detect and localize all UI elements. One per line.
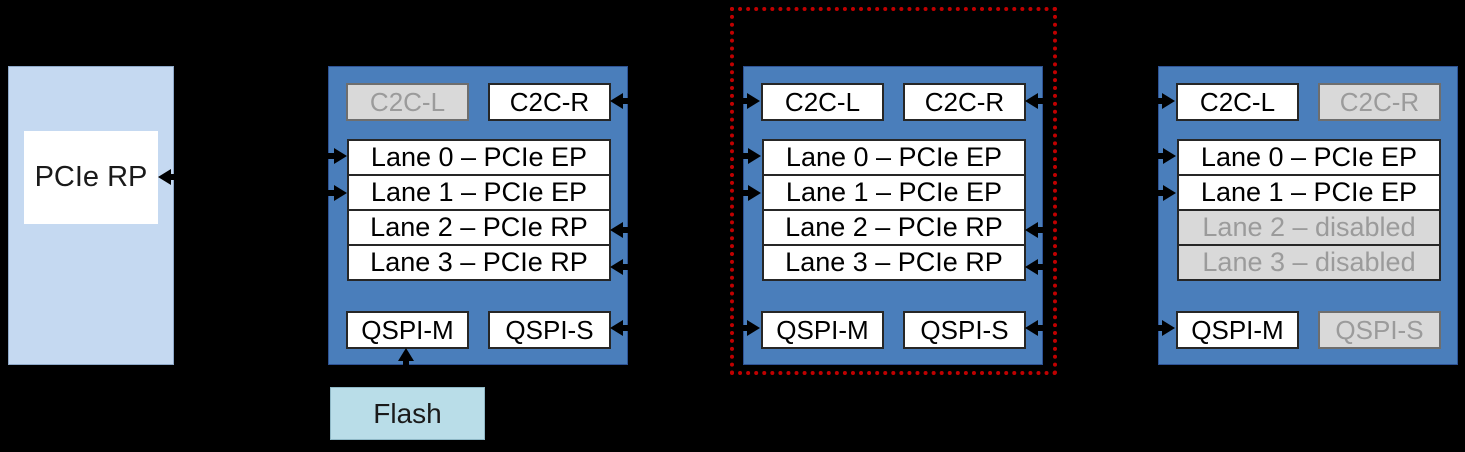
arrow-into-chip2-lane3-icon — [1025, 259, 1051, 275]
chip-3-qspi-m: QSPI-M — [1176, 311, 1299, 349]
chip-2-lane-3: Lane 3 – PCIe RP — [762, 244, 1026, 281]
chip-1-c2c-r: C2C-R — [488, 83, 611, 121]
arrow-into-chip2-lane0-icon — [735, 148, 761, 164]
arrow-into-chip3-lane1-icon — [1150, 185, 1176, 201]
arrow-into-chip2-c2c-r-icon — [1025, 93, 1051, 109]
chip-2-c2c-l: C2C-L — [761, 83, 884, 121]
chip-1-block: C2C-L C2C-R Lane 0 – PCIe EP Lane 1 – PC… — [328, 66, 628, 365]
chip-2-c2c-r: C2C-R — [903, 83, 1026, 121]
chip-2-block: C2C-L C2C-R Lane 0 – PCIe EP Lane 1 – PC… — [743, 66, 1043, 365]
flash-block: Flash — [330, 387, 485, 440]
arrow-into-chip2-qspi-m-icon — [734, 320, 760, 336]
arrow-into-chip1-qspi-s-icon — [610, 320, 636, 336]
chip-1-lane-1: Lane 1 – PCIe EP — [347, 174, 611, 211]
chip-3-lane-1: Lane 1 – PCIe EP — [1177, 174, 1441, 211]
arrow-flash-into-chip1-qspi-m-icon — [398, 348, 414, 375]
chip-1-lanes: Lane 0 – PCIe EP Lane 1 – PCIe EP Lane 2… — [347, 139, 611, 281]
chip-2-lane-2: Lane 2 – PCIe RP — [762, 209, 1026, 246]
chip-2-qspi-m: QSPI-M — [761, 311, 884, 349]
arrow-into-chip3-qspi-m-icon — [1149, 320, 1175, 336]
chip-1-qspi-m: QSPI-M — [346, 311, 469, 349]
chip-3-lane-0: Lane 0 – PCIe EP — [1177, 139, 1441, 176]
arrow-into-chip1-lane2-icon — [610, 222, 636, 238]
chip-1-qspi-s: QSPI-S — [488, 311, 611, 349]
chip-2-highlight-rect — [730, 7, 1057, 375]
arrow-into-chip1-c2c-r-icon — [610, 93, 636, 109]
arrow-into-chip3-c2c-l-icon — [1149, 93, 1175, 109]
arrow-into-chip2-lane2-icon — [1025, 222, 1051, 238]
chip-3-c2c-r: C2C-R — [1318, 83, 1441, 121]
host-pcie-rp-box: PCIe RP — [24, 131, 158, 224]
arrow-into-chip2-c2c-l-icon — [734, 93, 760, 109]
chip-2-lanes: Lane 0 – PCIe EP Lane 1 – PCIe EP Lane 2… — [762, 139, 1026, 281]
arrow-into-chip1-lane0-icon — [321, 148, 347, 164]
arrow-into-host-pcie-rp-icon — [158, 169, 184, 185]
chip-3-lane-3: Lane 3 – disabled — [1177, 244, 1441, 281]
chip-3-c2c-l: C2C-L — [1176, 83, 1299, 121]
chip-1-lane-0: Lane 0 – PCIe EP — [347, 139, 611, 176]
arrow-into-chip1-lane1-icon — [321, 185, 347, 201]
chip-3-lanes: Lane 0 – PCIe EP Lane 1 – PCIe EP Lane 2… — [1177, 139, 1441, 281]
arrow-into-chip1-lane3-icon — [610, 259, 636, 275]
chip-3-qspi-s: QSPI-S — [1318, 311, 1441, 349]
chip-3-block: C2C-L C2C-R Lane 0 – PCIe EP Lane 1 – PC… — [1158, 66, 1458, 365]
chip-2-qspi-s: QSPI-S — [903, 311, 1026, 349]
arrow-into-chip2-lane1-icon — [735, 185, 761, 201]
chip-1-lane-3: Lane 3 – PCIe RP — [347, 244, 611, 281]
chip-1-c2c-l: C2C-L — [346, 83, 469, 121]
chip-3-lane-2: Lane 2 – disabled — [1177, 209, 1441, 246]
chip-1-lane-2: Lane 2 – PCIe RP — [347, 209, 611, 246]
arrow-into-chip3-lane0-icon — [1150, 148, 1176, 164]
host-block: PCIe RP — [8, 66, 174, 365]
arrow-into-chip2-qspi-s-icon — [1025, 320, 1051, 336]
